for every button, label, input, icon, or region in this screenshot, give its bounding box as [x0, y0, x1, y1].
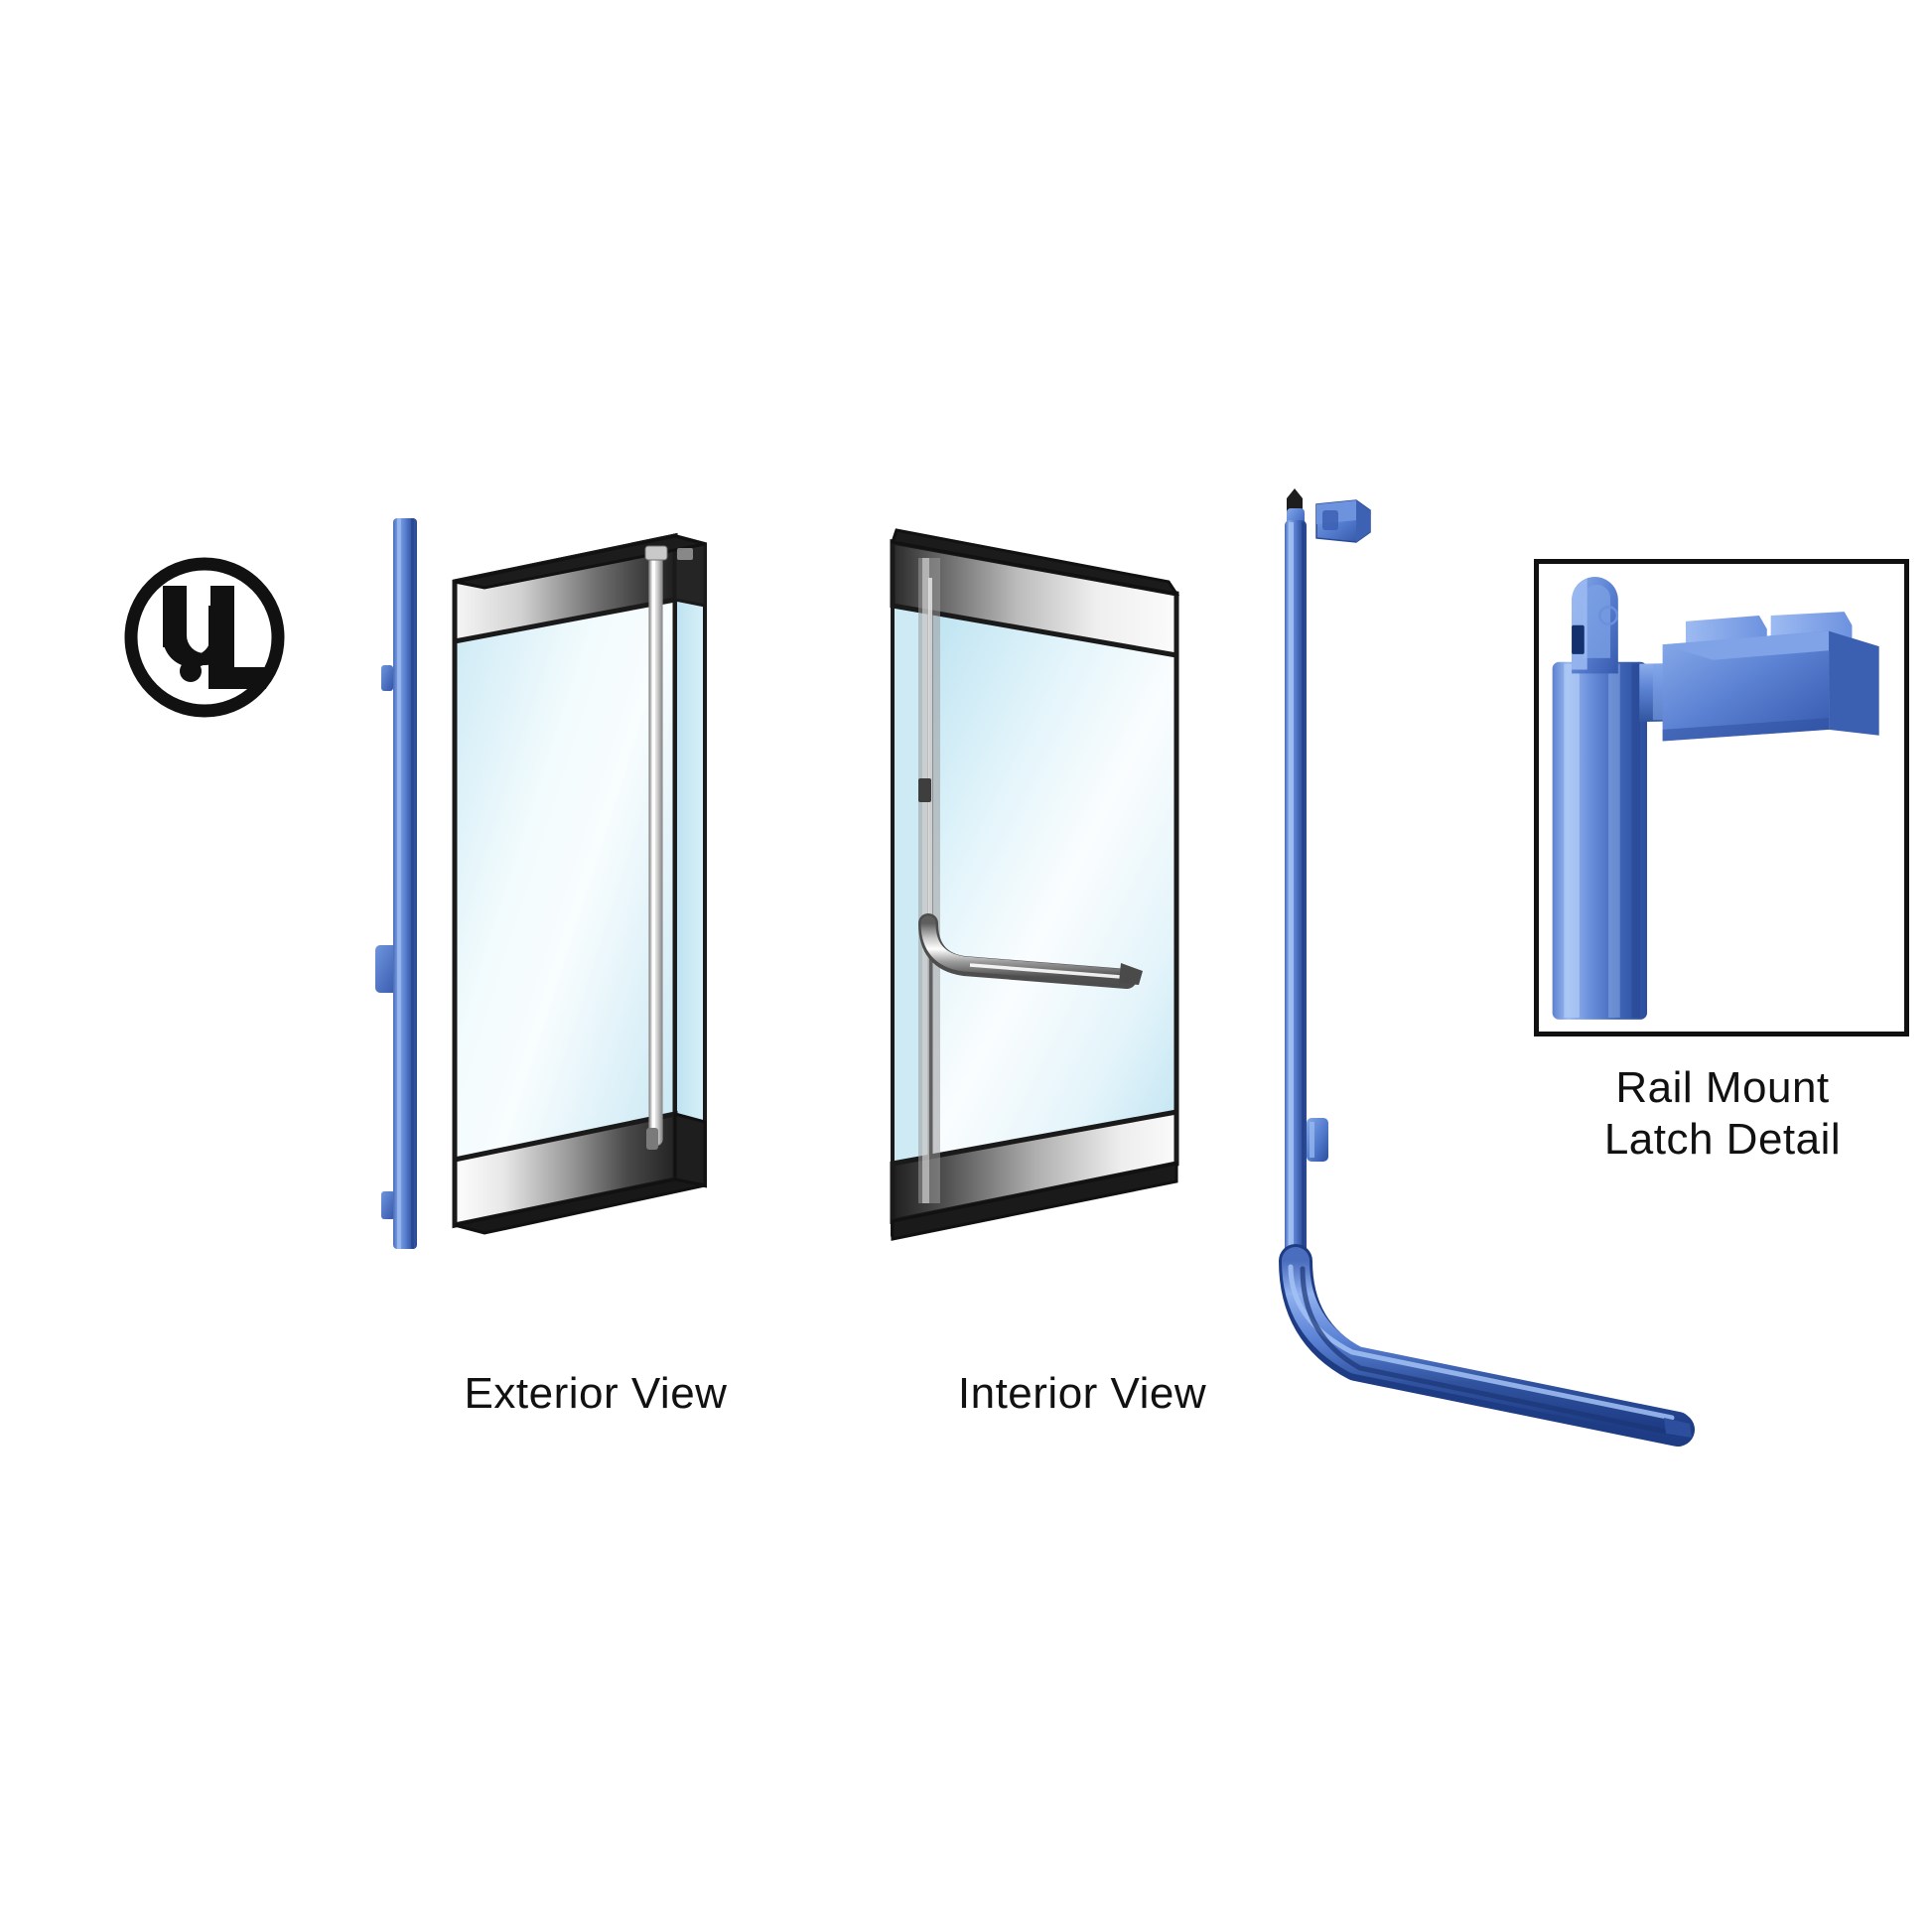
rail-mount-block [1662, 612, 1879, 742]
exterior-pull-handle [644, 545, 668, 1150]
interior-panic-push-bar [918, 565, 1143, 989]
interior-door-view [879, 496, 1296, 1271]
rod-top-latch-head [1287, 488, 1371, 543]
rail-mount-latch-detail-caption: Rail Mount Latch Detail [1603, 1063, 1842, 1164]
latch-pivot-finger [1572, 577, 1619, 674]
exterior-view-caption: Exterior View [464, 1369, 728, 1418]
interior-view-caption: Interior View [957, 1369, 1207, 1418]
rail-mount-latch-detail-box [1534, 559, 1909, 1036]
exterior-door-view [367, 496, 903, 1251]
exterior-vertical-rod [375, 518, 417, 1249]
ul-certification-mark [121, 554, 288, 721]
rod-mounting-bracket [1307, 1118, 1328, 1162]
vertical-rod-exit-device [1261, 486, 1737, 1469]
